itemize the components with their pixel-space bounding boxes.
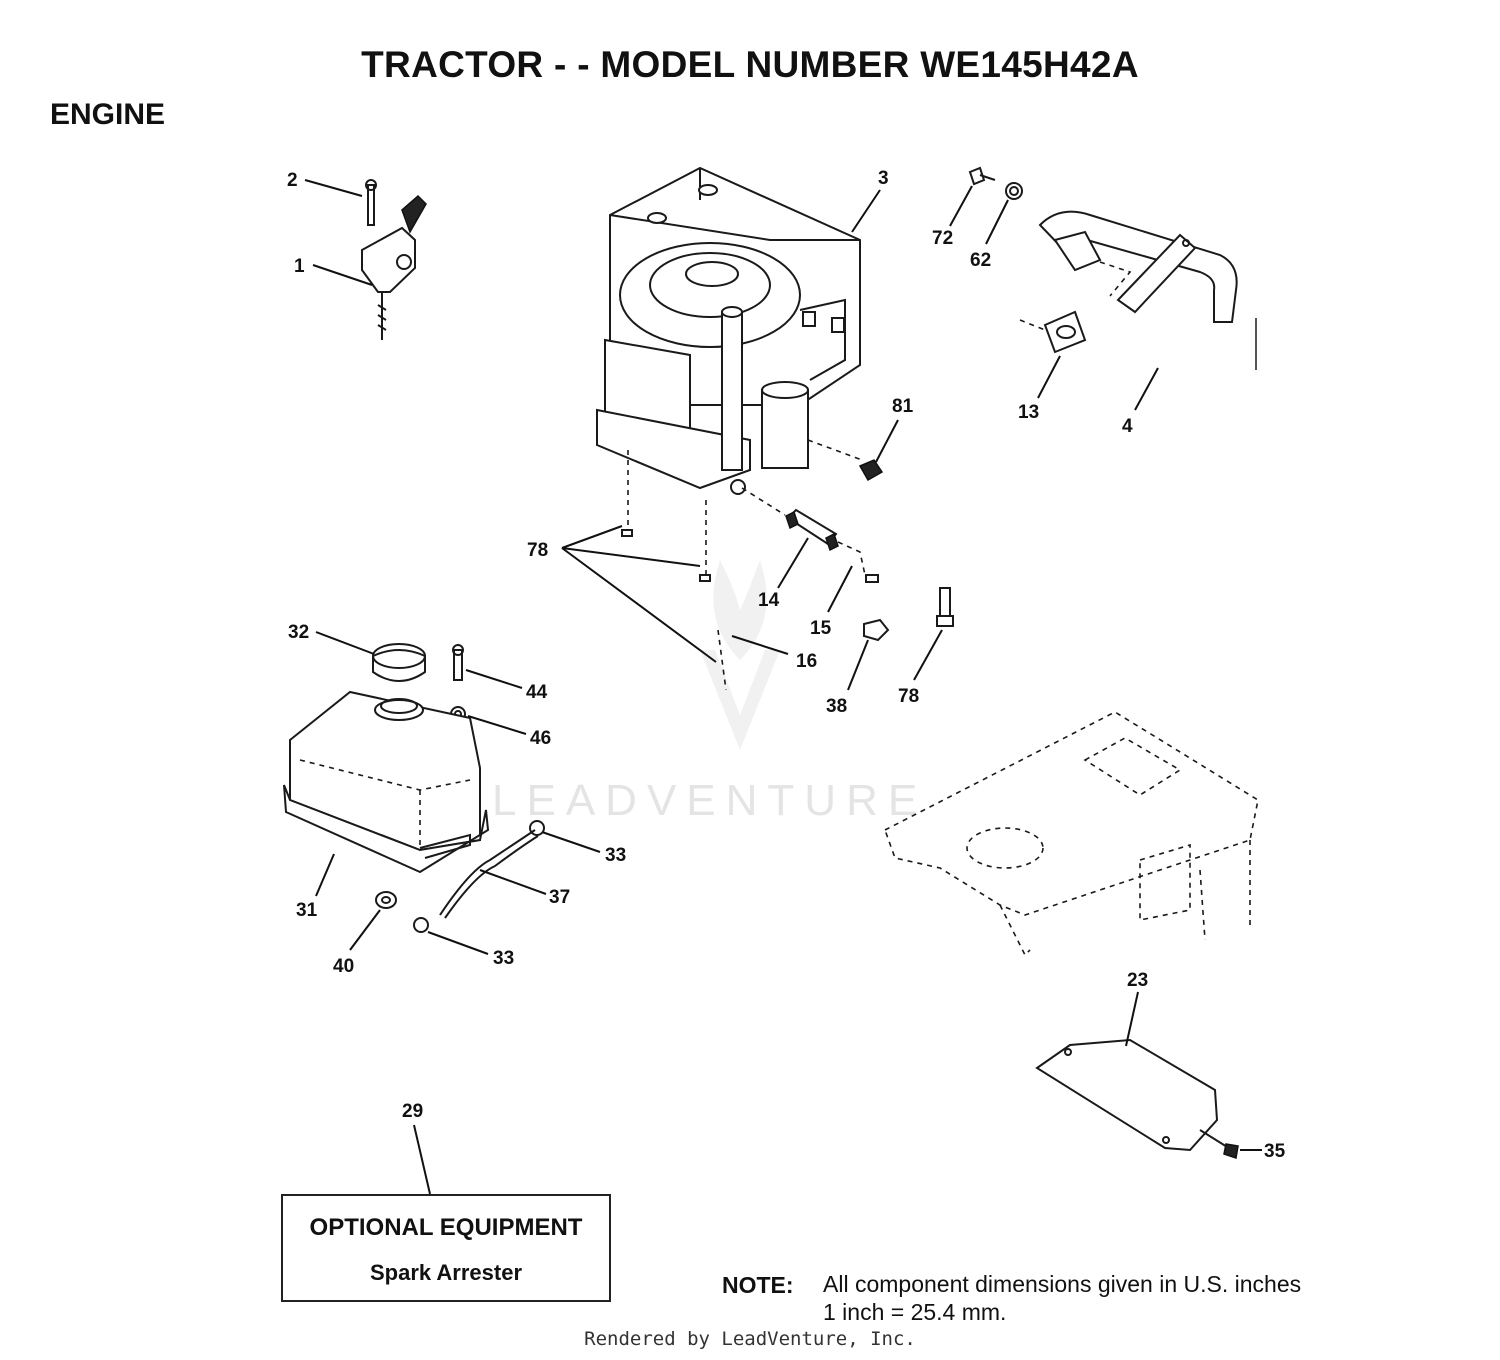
callout-23: 23 xyxy=(1127,970,1148,991)
fittings xyxy=(621,450,954,691)
callout-62: 62 xyxy=(970,250,991,271)
optional-equipment-title: OPTIONAL EQUIPMENT xyxy=(309,1214,583,1241)
oil-plug xyxy=(858,459,884,482)
callout-38: 38 xyxy=(826,696,847,717)
callout-35: 35 xyxy=(1264,1141,1286,1162)
throttle-control xyxy=(361,179,427,340)
section-title: ENGINE xyxy=(50,98,166,131)
fuel-cap xyxy=(372,643,426,682)
screw-washer xyxy=(450,644,466,722)
callout-40: 40 xyxy=(333,956,354,977)
callout-2: 2 xyxy=(287,170,298,191)
tractor-frame xyxy=(884,711,1259,957)
callout-81: 81 xyxy=(892,396,914,417)
optional-equipment-item: Spark Arrester xyxy=(369,1260,523,1285)
exhaust-assembly xyxy=(968,166,1257,370)
callout-78-bolt: 78 xyxy=(898,686,919,707)
callout-72: 72 xyxy=(932,228,953,249)
callout-numbers: 1 2 3 72 62 13 4 81 78 14 15 16 32 44 46… xyxy=(287,168,1286,1162)
engine xyxy=(596,166,863,495)
callout-78-engine: 78 xyxy=(527,540,548,561)
watermark-logo xyxy=(700,560,780,750)
callout-31: 31 xyxy=(296,900,318,921)
note-label: NOTE: xyxy=(722,1272,794,1298)
callout-16: 16 xyxy=(796,651,817,672)
fuel-tank xyxy=(283,690,490,874)
heat-shield xyxy=(1035,1038,1239,1159)
callout-13: 13 xyxy=(1018,402,1039,423)
note-line-1: All component dimensions given in U.S. i… xyxy=(823,1271,1302,1297)
callout-4: 4 xyxy=(1122,416,1133,437)
callout-15: 15 xyxy=(810,618,832,639)
page-title: TRACTOR - - MODEL NUMBER WE145H42A xyxy=(361,44,1139,85)
callout-33-lower: 33 xyxy=(493,948,514,969)
callout-32: 32 xyxy=(288,622,309,643)
note-line-2: 1 inch = 25.4 mm. xyxy=(823,1299,1007,1325)
fuel-line xyxy=(375,820,545,933)
callout-1: 1 xyxy=(294,256,305,277)
callout-46: 46 xyxy=(530,728,551,749)
callout-44: 44 xyxy=(526,682,548,703)
optional-equipment-box: OPTIONAL EQUIPMENT Spark Arrester xyxy=(281,1194,611,1302)
callout-14: 14 xyxy=(758,590,780,611)
footer-credit: Rendered by LeadVenture, Inc. xyxy=(584,1328,916,1350)
callout-29: 29 xyxy=(402,1101,423,1122)
watermark-text: LEADVENTURE xyxy=(492,776,927,825)
callout-3: 3 xyxy=(878,168,889,189)
leader-lines xyxy=(304,179,1262,1195)
callout-33-upper: 33 xyxy=(605,845,626,866)
callout-37: 37 xyxy=(549,887,570,908)
